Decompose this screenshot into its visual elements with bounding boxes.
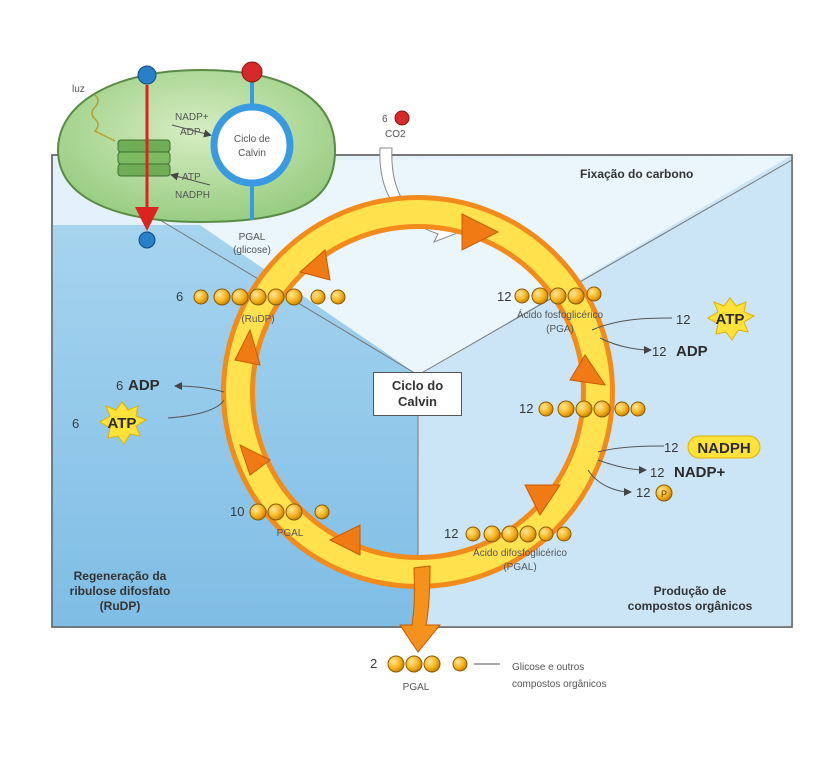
- ring-arrow-left-upper: [234, 328, 261, 366]
- left-adp-count: 6: [116, 378, 123, 393]
- mini-cycle-line1: Ciclo de: [234, 134, 271, 145]
- mini-label-adp: ADP: [180, 127, 201, 138]
- rudp-label: (RuDP): [241, 314, 274, 325]
- right-inputs: 12 ATP 12 ADP 12 NADPH 12 NADP+ 12 P: [587, 297, 761, 502]
- left-inputs: 6 ADP 6 ATP: [72, 377, 225, 445]
- phase-regeneration-line1: Regeneração da: [74, 569, 167, 583]
- right-adp-count: 12: [652, 344, 666, 359]
- right-atp-label: ATP: [716, 311, 745, 328]
- pga-label-line1: Ácido fosfoglicérico: [517, 308, 604, 321]
- co2-count: 6: [382, 114, 388, 125]
- right-nadp-count: 12: [650, 465, 664, 480]
- dpga-label-line2: (PGAL): [503, 562, 536, 573]
- ring-arrow-bottom: [328, 524, 361, 556]
- grana-stack: [117, 139, 171, 177]
- right-p-label: P: [661, 489, 667, 499]
- phase-regeneration-line2: ribulose difosfato: [70, 584, 171, 598]
- rudp-count: 6: [176, 289, 183, 304]
- pga-molecule-chain: 12 Ácido fosfoglicérico (PGA): [497, 286, 604, 335]
- chloroplast-inset: luz NADP+ ADP ATP NADPH Ciclo de Calvin …: [56, 61, 337, 256]
- right-p-count: 12: [636, 485, 650, 500]
- right-nadp-label: NADP+: [674, 464, 726, 481]
- dpga-molecule-chain: 12 Ácido difosfoglicérico (PGAL): [444, 525, 572, 573]
- pgal-left-molecule-chain: 10 PGAL: [230, 503, 330, 539]
- ring-arrow-top-left: [298, 249, 331, 281]
- right-adp-label: ADP: [676, 343, 708, 360]
- rudp-molecule-chain: 6 (RuDP): [176, 288, 346, 325]
- ring-arrow-right-lower: [524, 484, 561, 516]
- mini-label-atp: ATP: [182, 172, 201, 183]
- phase-production-line1: Produção de: [654, 584, 727, 598]
- center-line2: Calvin: [397, 394, 437, 409]
- right-atp-count: 12: [676, 312, 690, 327]
- right-nadph-badge: [687, 435, 761, 459]
- light-label: luz: [72, 84, 85, 95]
- output-desc-line1: Glicose e outros: [512, 662, 584, 673]
- left-atp-burst: ATP: [99, 401, 148, 445]
- co2-icon: [394, 110, 410, 126]
- right-nadph-count: 12: [664, 440, 678, 455]
- calvin-cycle-ring: [221, 195, 615, 653]
- dpga-count: 12: [444, 526, 458, 541]
- output-count: 2: [370, 656, 377, 671]
- phase-production-line2: compostos orgânicos: [628, 599, 753, 613]
- mini-calvin-ring: [210, 103, 294, 187]
- oxygen-icon: [138, 231, 156, 249]
- mid-right-count: 12: [519, 401, 533, 416]
- pgal-left-label: PGAL: [277, 528, 304, 539]
- pgal-left-count: 10: [230, 504, 244, 519]
- ring-arrow-left-lower: [239, 444, 271, 476]
- co2-mini-icon: [241, 61, 263, 83]
- mini-label-nadph: NADPH: [175, 190, 210, 201]
- ring-arrow-right-upper: [569, 354, 607, 386]
- water-icon: [137, 65, 157, 85]
- mini-label-nadp: NADP+: [175, 112, 209, 123]
- mid-right-molecule-chain: 12: [519, 400, 646, 418]
- left-atp-label: ATP: [108, 415, 137, 432]
- co2-label: CO2: [385, 129, 406, 140]
- mini-pgal-line1: PGAL: [239, 232, 266, 243]
- mini-pgal-line2: (glicose): [233, 245, 271, 256]
- left-atp-count: 6: [72, 416, 79, 431]
- right-atp-burst: ATP: [707, 297, 756, 341]
- left-adp-label: ADP: [128, 377, 160, 394]
- phase-regeneration-line3: (RuDP): [100, 599, 141, 613]
- calvin-cycle-center-label: Ciclo do Calvin: [373, 372, 462, 416]
- pga-count: 12: [497, 289, 511, 304]
- output-desc-line2: compostos orgânicos: [512, 679, 607, 690]
- right-nadph-label: NADPH: [697, 440, 750, 457]
- phase-fixation-label: Fixação do carbono: [580, 167, 693, 181]
- ring-arrow-top: [461, 213, 500, 251]
- phosphate-icon: [655, 484, 673, 502]
- center-line1: Ciclo do: [391, 378, 444, 393]
- output-pgal: 2 PGAL Glicose e outros compostos orgâni…: [370, 655, 607, 693]
- dpga-label-line1: Ácido difosfoglicérico: [473, 546, 567, 559]
- pga-label-line2: (PGA): [546, 324, 574, 335]
- mini-cycle-line2: Calvin: [238, 148, 266, 159]
- output-label: PGAL: [403, 682, 430, 693]
